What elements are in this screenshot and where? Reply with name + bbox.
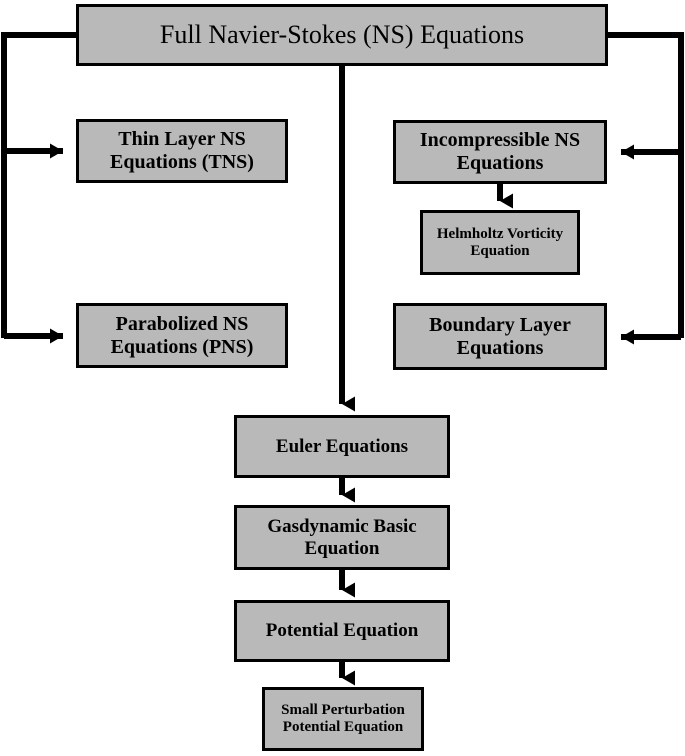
node-label: Euler Equations — [275, 435, 409, 457]
connector-full-ns-to-left-bus — [1, 32, 76, 338]
connector-full-ns-to-right-bus — [608, 32, 684, 338]
node-label: Full Navier-Stokes (NS) Equations — [159, 20, 525, 50]
node-label: Potential Equation — [265, 620, 419, 642]
node-euler[interactable]: Euler Equations — [234, 415, 450, 478]
node-full-ns[interactable]: Full Navier-Stokes (NS) Equations — [76, 4, 608, 66]
node-potential[interactable]: Potential Equation — [234, 600, 450, 662]
